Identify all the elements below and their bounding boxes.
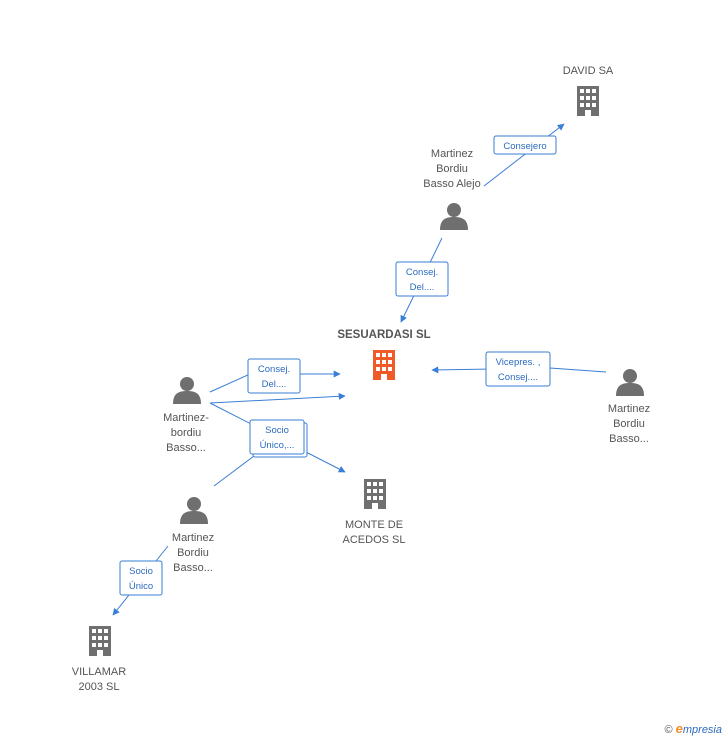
edge-label-socio-unico-bottom[interactable]: Socio Único: [119, 560, 163, 596]
node-person-left[interactable]: Martinez- bordiu Basso...: [163, 377, 209, 454]
edge-label-vicepres[interactable]: Vicepres. , Consej....: [485, 351, 551, 387]
person-icon: [616, 369, 644, 396]
node-label: Basso...: [609, 433, 649, 445]
edge-label-socio-unico-multi[interactable]: Socio Único,...: [249, 419, 308, 458]
node-alejo[interactable]: Martinez Bordiu Basso Alejo: [423, 148, 481, 230]
node-label: Martinez: [172, 532, 214, 544]
person-icon: [173, 377, 201, 404]
node-sesuardasi[interactable]: SESUARDASI SL: [337, 329, 431, 380]
node-label: MONTE DE: [345, 519, 403, 531]
building-icon: [577, 86, 599, 116]
node-label: SESUARDASI SL: [337, 329, 430, 341]
brand-logo-initial: e: [675, 721, 683, 736]
brand-logo-text: mpresia: [682, 724, 722, 736]
building-icon: [373, 350, 395, 380]
footer-brand: © empresia: [664, 721, 722, 736]
node-label: ACEDOS SL: [343, 534, 406, 546]
building-icon: [89, 626, 111, 656]
node-label: Martinez-: [163, 412, 209, 424]
edge-label-consej-del-top[interactable]: Consej. Del....: [395, 261, 449, 297]
edge-alejo-david: [483, 123, 565, 187]
node-label: Basso...: [166, 442, 206, 454]
node-label: bordiu: [171, 427, 202, 439]
edge-label-text: Único,...: [260, 440, 295, 451]
building-icon: [364, 479, 386, 509]
edge-label-consejero[interactable]: Consejero: [493, 135, 557, 155]
node-label: Bordiu: [613, 418, 645, 430]
person-icon: [180, 497, 208, 524]
node-villamar[interactable]: VILLAMAR 2003 SL: [72, 626, 126, 693]
edge-label-text: Socio: [265, 425, 289, 436]
node-david-sa[interactable]: DAVID SA: [563, 65, 614, 116]
edge-label-consej-del-left[interactable]: Consej. Del....: [247, 358, 301, 394]
copyright-symbol: ©: [664, 724, 673, 736]
node-label: Bordiu: [436, 163, 468, 175]
node-label: Martinez: [608, 403, 650, 415]
node-label: Bordiu: [177, 547, 209, 559]
edge-label-text: Consej.: [258, 364, 290, 375]
node-label: Basso Alejo: [423, 178, 480, 190]
node-label: DAVID SA: [563, 65, 614, 77]
edge-left-sesuardasi-2: [209, 392, 346, 404]
edge-label-text: Consej....: [498, 372, 538, 383]
edge-label-text: Consej.: [406, 267, 438, 278]
node-label: Martinez: [431, 148, 473, 160]
edge-label-text: Único: [129, 581, 153, 592]
edge-label-text: Vicepres. ,: [496, 357, 541, 368]
edge-label-text: Del....: [410, 282, 435, 293]
node-label: 2003 SL: [79, 681, 120, 693]
edge-label-text: Del....: [262, 379, 287, 390]
node-person-mid[interactable]: Martinez Bordiu Basso...: [172, 497, 214, 574]
edge-label-text: Socio: [129, 566, 153, 577]
edge-label-text: Consejero: [503, 141, 546, 152]
node-monte-de-acedos[interactable]: MONTE DE ACEDOS SL: [343, 479, 406, 546]
node-label: Basso...: [173, 562, 213, 574]
node-person-right[interactable]: Martinez Bordiu Basso...: [608, 369, 650, 445]
person-icon: [440, 203, 468, 230]
node-label: VILLAMAR: [72, 666, 126, 678]
